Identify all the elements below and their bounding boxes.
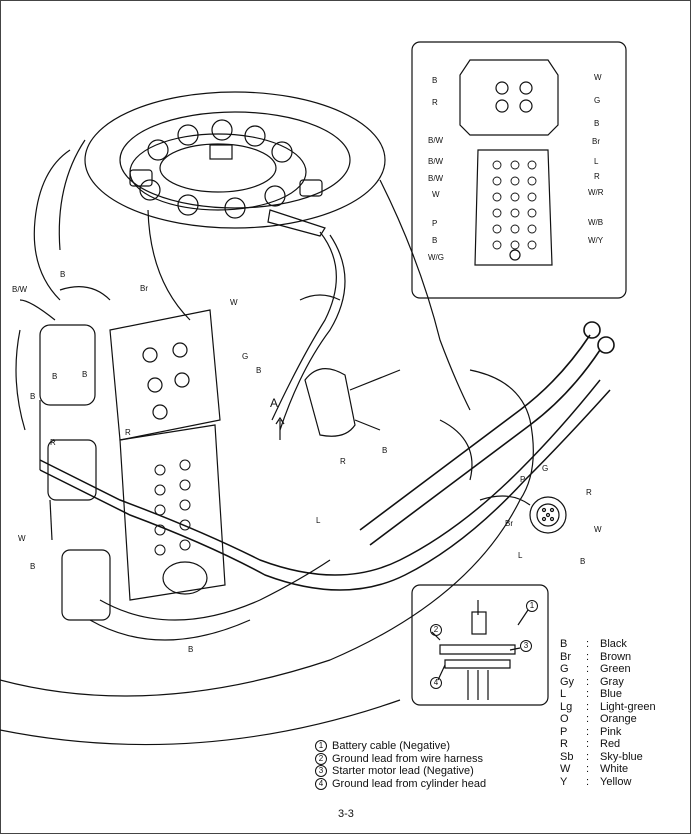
legend-row: G:Green xyxy=(560,663,631,675)
inset-callout-4: 4 xyxy=(430,677,447,689)
main-label-l1: L xyxy=(316,516,321,525)
main-label-r2: R xyxy=(50,438,56,447)
inset-label-wr: W/R xyxy=(588,188,604,197)
main-label-r3: R xyxy=(340,457,346,466)
main-label-b6: B xyxy=(30,562,36,571)
inset-label-wg: W/G xyxy=(428,253,444,262)
main-label-b3: B xyxy=(52,372,58,381)
inset-label-b-right: B xyxy=(594,119,600,128)
inset-label-wy: W/Y xyxy=(588,236,604,245)
left-coils xyxy=(15,286,111,621)
inset-callout-1: 1 xyxy=(526,600,543,612)
main-label-bw: B/W xyxy=(12,285,28,294)
inset-label-w-right: W xyxy=(594,73,602,82)
inset-label-g-right: G xyxy=(594,96,601,105)
legend-row: Y:Yellow xyxy=(560,775,632,788)
legend-row: L:Blue xyxy=(560,688,623,700)
inset-label-wb: W/B xyxy=(588,218,604,227)
main-label-b2: B xyxy=(256,366,262,375)
legend-row: P:Pink xyxy=(560,725,622,738)
connector-label-r: R xyxy=(586,488,592,497)
inset-label-bw-1: B/W xyxy=(428,136,444,145)
legend-row: Lg:Light-green xyxy=(560,700,656,713)
inset-label-w-left: W xyxy=(432,190,440,199)
main-label-b1: B xyxy=(60,270,66,279)
inset-label-br: Br xyxy=(592,137,600,146)
page-number: 3-3 xyxy=(338,808,354,820)
legend-row: O:Orange xyxy=(560,713,637,725)
main-label-a: A xyxy=(270,396,279,410)
legend-row: Sb:Sky-blue xyxy=(560,750,643,763)
inset-label-p: P xyxy=(432,219,438,228)
connector-label-g: G xyxy=(542,464,549,473)
inset-label-bw-3: B/W xyxy=(428,174,444,183)
legend-row: R:Red xyxy=(560,738,621,750)
connector-label-l: L xyxy=(518,551,523,560)
harness-wires xyxy=(39,209,611,641)
junction-block xyxy=(109,309,226,601)
connector-label-p: P xyxy=(520,475,526,484)
legend-row: W:White xyxy=(560,763,629,775)
main-label-b4: B xyxy=(82,370,88,379)
starter-relay xyxy=(304,368,401,437)
connector-label-b: B xyxy=(580,557,586,566)
main-label-w1: W xyxy=(230,298,238,307)
wire-connector xyxy=(479,495,567,534)
main-label-b7: B xyxy=(382,446,388,455)
battery-cables xyxy=(359,321,615,546)
legend-row: Br:Brown xyxy=(560,650,632,663)
inset-top-box xyxy=(411,41,627,299)
engine-outline xyxy=(0,91,534,746)
inset-label-bw-2: B/W xyxy=(428,157,444,166)
main-label-g1: G xyxy=(242,352,249,361)
legend-row: Gy:Gray xyxy=(560,675,624,688)
inset-callout-3: 3 xyxy=(520,640,537,652)
ignition-ring xyxy=(129,119,326,237)
inset-callout-2: 2 xyxy=(430,624,447,636)
inset-label-l: L xyxy=(594,157,599,166)
main-label-br: Br xyxy=(140,284,148,293)
inset-bottom-box xyxy=(411,584,549,706)
view-arrow xyxy=(275,416,285,440)
legend-row: B:Black xyxy=(560,638,627,650)
connector-label-w: W xyxy=(594,525,602,534)
main-label-r1: R xyxy=(125,428,131,437)
inset-label-r-left: R xyxy=(432,98,438,107)
inset-label-b-left-2: B xyxy=(432,236,438,245)
main-label-b8: B xyxy=(188,645,194,654)
color-legend: B:Black Br:Brown G:Green Gy:Gray L:Blue … xyxy=(560,638,656,788)
connector-label-br: Br xyxy=(505,519,513,528)
main-label-b5: B xyxy=(30,392,36,401)
main-label-w2: W xyxy=(18,534,26,543)
inset-label-r-right: R xyxy=(594,172,600,181)
inset-label-b-left: B xyxy=(432,76,438,85)
